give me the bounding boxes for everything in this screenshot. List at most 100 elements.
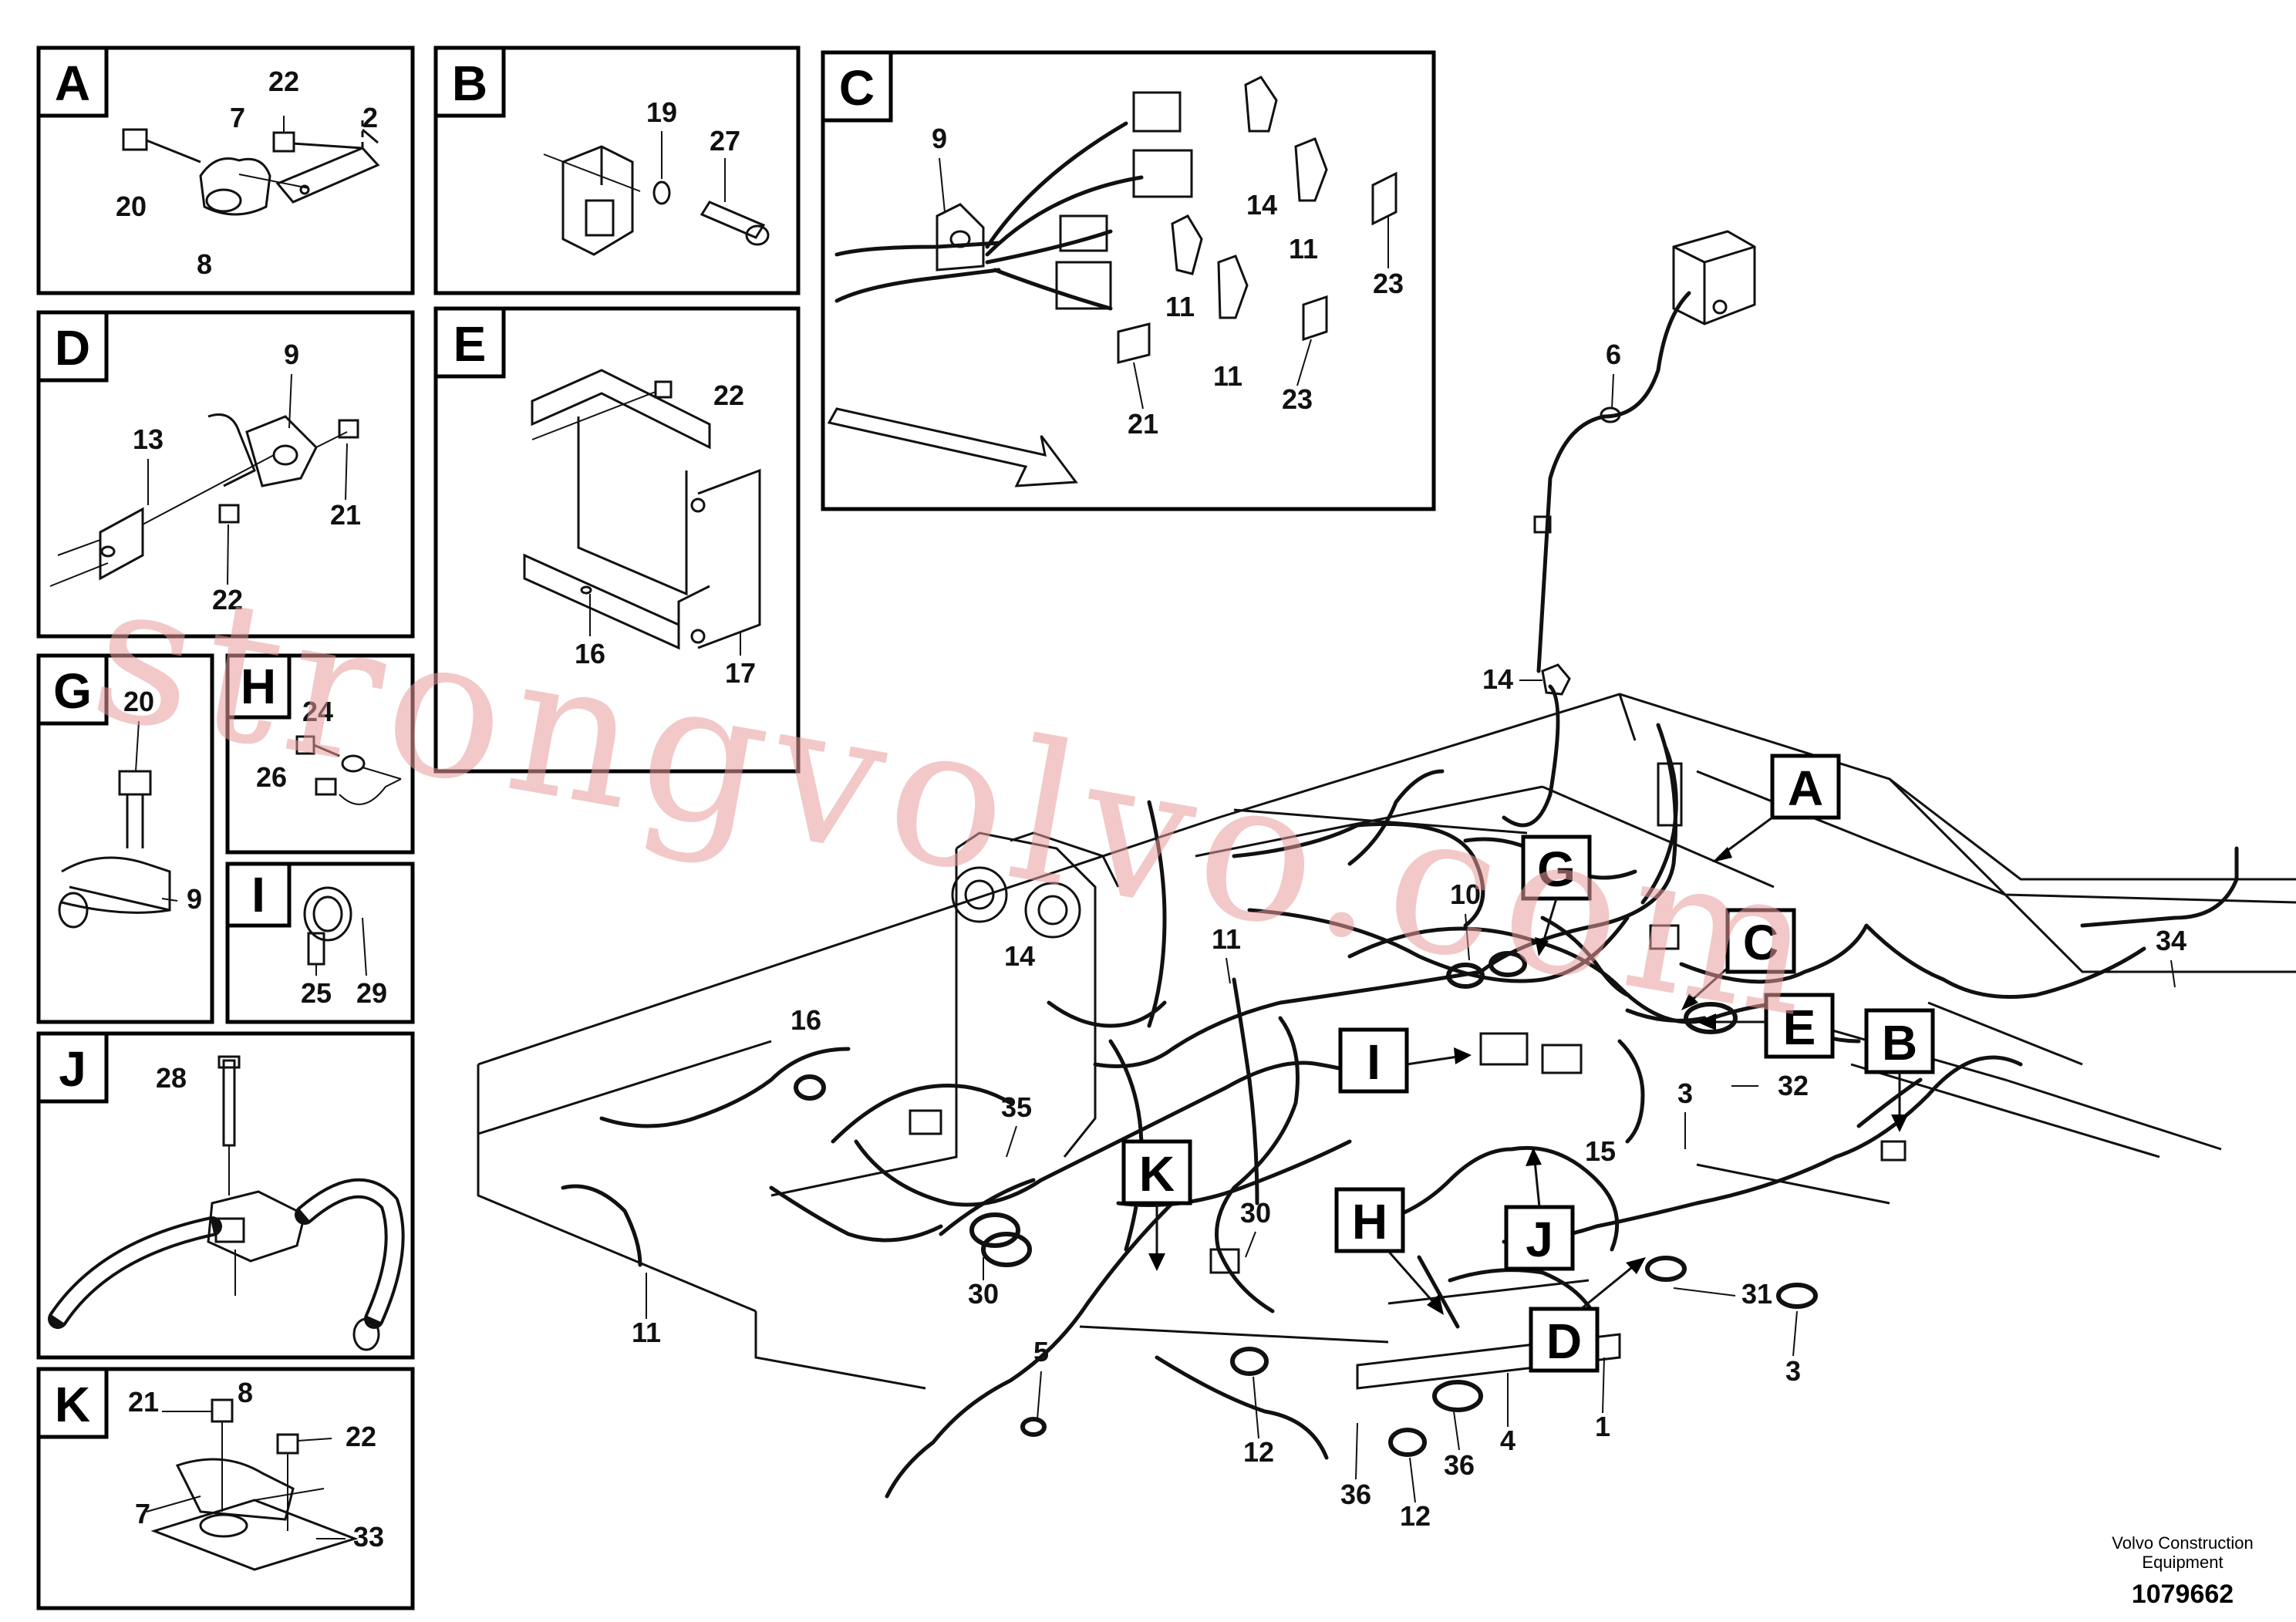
main-label-11a: 11 <box>1212 923 1241 955</box>
panel-i: I 25 29 <box>225 862 415 1024</box>
main-label-12a: 12 <box>1243 1436 1274 1468</box>
svg-text:H: H <box>1352 1194 1387 1249</box>
panel-j-letter: J <box>59 1041 86 1097</box>
label-g-9: 9 <box>187 883 202 915</box>
callout-g: G <box>1521 835 1592 956</box>
label-c-11a: 11 <box>1289 233 1318 265</box>
main-label-11b: 11 <box>632 1317 661 1348</box>
svg-text:J: J <box>1526 1212 1553 1267</box>
label-i-25: 25 <box>301 977 332 1009</box>
label-c-21: 21 <box>1128 408 1158 440</box>
panel-j: J 28 <box>36 1031 415 1360</box>
label-a-2: 2 <box>362 102 378 133</box>
panel-h-letter: H <box>241 659 276 714</box>
panel-k: K 21 8 22 7 33 <box>36 1367 415 1610</box>
label-a-7: 7 <box>230 102 245 133</box>
svg-text:C: C <box>1743 915 1778 970</box>
panel-e: E 22 16 17 <box>433 306 801 774</box>
main-label-35: 35 <box>1001 1091 1032 1123</box>
label-c-14: 14 <box>1246 189 1277 221</box>
label-k-21: 21 <box>128 1386 159 1418</box>
panel-g: G 20 9 <box>36 653 214 1024</box>
main-label-32: 32 <box>1778 1070 1809 1101</box>
main-label-1: 1 <box>1595 1411 1610 1442</box>
panel-g-letter: G <box>53 663 92 719</box>
main-label-34: 34 <box>2156 925 2186 956</box>
main-label-4: 4 <box>1500 1425 1515 1456</box>
panel-a-letter: A <box>55 56 90 111</box>
label-e-17: 17 <box>725 657 756 689</box>
main-callouts: A G C E B I <box>1121 754 1935 1373</box>
label-i-29: 29 <box>356 977 387 1009</box>
svg-text:A: A <box>1788 760 1823 816</box>
callout-k: K <box>1121 1139 1192 1271</box>
callout-i: I <box>1338 1027 1472 1094</box>
credit-line-2: Equipment <box>2142 1553 2223 1572</box>
label-e-16: 16 <box>575 638 605 669</box>
label-e-22: 22 <box>713 379 744 411</box>
part-number: 1079662 <box>2132 1580 2234 1609</box>
callout-h: H <box>1334 1187 1444 1315</box>
panel-a: A 22 7 2 20 8 <box>36 46 415 295</box>
main-labels: 6 14 10 11 14 16 34 35 3 32 15 30 30 31 … <box>632 339 2186 1532</box>
main-label-15: 15 <box>1585 1135 1616 1167</box>
main-label-36b: 36 <box>1444 1449 1475 1481</box>
svg-text:K: K <box>1139 1146 1175 1202</box>
label-h-24: 24 <box>302 696 333 727</box>
panel-i-letter: I <box>251 867 265 922</box>
callout-d: D <box>1529 1257 1646 1373</box>
svg-text:B: B <box>1882 1015 1917 1071</box>
label-b-19: 19 <box>646 96 677 128</box>
panel-b: B 19 27 <box>433 46 801 295</box>
label-h-26: 26 <box>256 761 287 793</box>
main-label-16: 16 <box>791 1004 821 1036</box>
callout-j: J <box>1504 1148 1575 1271</box>
svg-text:D: D <box>1546 1313 1582 1369</box>
callout-c: C <box>1681 908 1796 1010</box>
main-label-3b: 3 <box>1785 1355 1801 1387</box>
label-k-8: 8 <box>238 1377 253 1408</box>
callout-a: A <box>1712 754 1841 862</box>
main-label-12b: 12 <box>1400 1500 1431 1532</box>
label-j-28: 28 <box>156 1062 187 1094</box>
panel-k-letter: K <box>55 1377 90 1432</box>
panel-c: C 9 14 11 23 11 11 23 21 <box>821 50 1436 511</box>
main-label-36a: 36 <box>1340 1479 1371 1510</box>
label-k-22: 22 <box>346 1421 376 1452</box>
label-c-9: 9 <box>932 123 947 154</box>
main-label-5: 5 <box>1033 1336 1049 1367</box>
label-b-27: 27 <box>710 125 740 157</box>
label-a-8: 8 <box>197 248 212 280</box>
main-label-30b: 30 <box>968 1278 999 1310</box>
svg-text:G: G <box>1537 841 1576 897</box>
panel-c-letter: C <box>839 60 875 116</box>
main-label-14b: 14 <box>1004 940 1035 972</box>
label-c-23a: 23 <box>1373 268 1404 299</box>
label-d-9: 9 <box>284 339 299 370</box>
panel-e-letter: E <box>453 316 487 372</box>
svg-text:E: E <box>1783 1000 1816 1055</box>
panel-b-letter: B <box>452 56 487 111</box>
label-d-22: 22 <box>212 584 243 615</box>
label-d-21: 21 <box>330 499 361 531</box>
main-label-31: 31 <box>1741 1278 1772 1310</box>
label-k-7: 7 <box>135 1498 150 1529</box>
callout-e: E <box>1697 993 1835 1059</box>
panel-d-letter: D <box>55 320 90 376</box>
panel-h: H 24 26 <box>225 653 415 855</box>
main-label-14a: 14 <box>1482 663 1513 695</box>
label-d-13: 13 <box>133 423 164 455</box>
callout-b: B <box>1864 1008 1935 1132</box>
credit-line-1: Volvo Construction <box>2112 1533 2253 1553</box>
label-c-11c: 11 <box>1213 360 1242 392</box>
main-label-30a: 30 <box>1240 1197 1271 1229</box>
label-k-33: 33 <box>353 1521 384 1553</box>
label-c-11b: 11 <box>1165 291 1195 322</box>
main-label-3a: 3 <box>1677 1077 1693 1109</box>
main-label-6: 6 <box>1606 339 1621 370</box>
label-a-20: 20 <box>116 191 147 222</box>
label-g-20: 20 <box>123 686 154 717</box>
main-label-10: 10 <box>1450 878 1481 910</box>
label-a-22: 22 <box>268 66 299 97</box>
